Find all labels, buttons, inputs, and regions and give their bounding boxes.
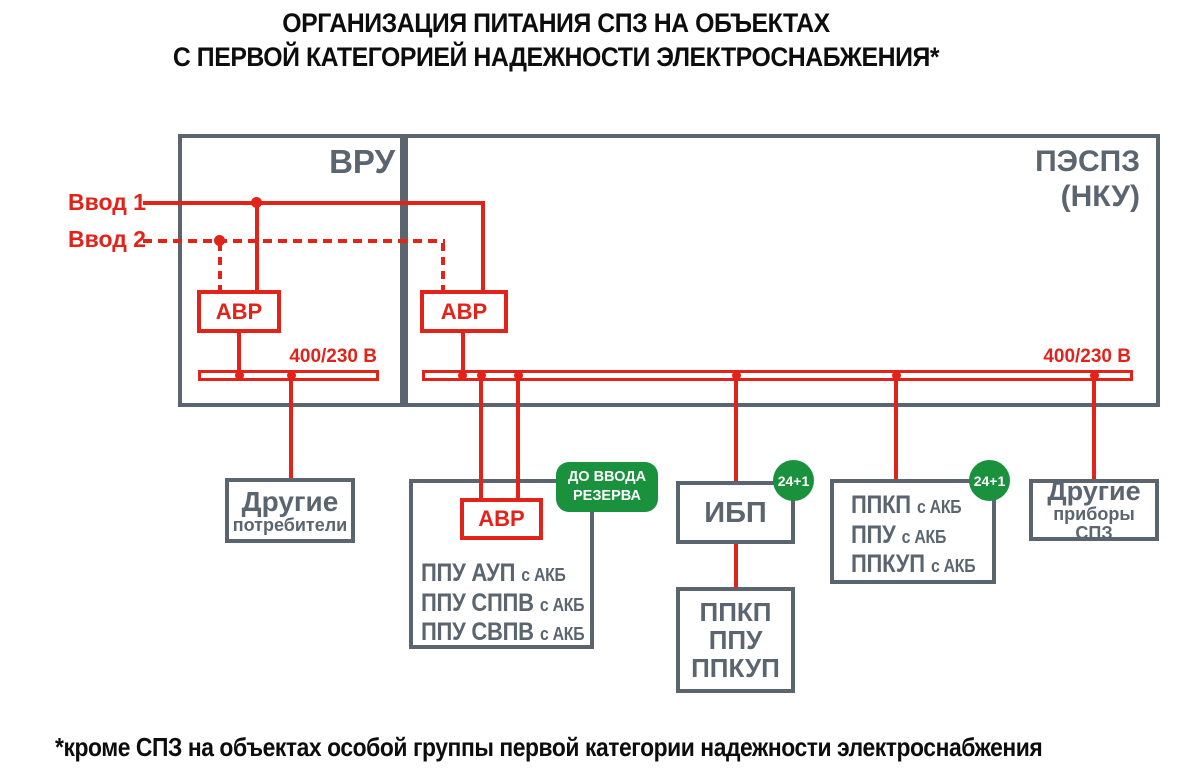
feeder1-line-horizontal xyxy=(143,201,485,205)
avr2-label: АВР xyxy=(440,298,488,324)
ppu-group-item-1: ППУ АУП с АКБ xyxy=(421,560,566,587)
cabinet-divider xyxy=(400,134,408,407)
other-devices-subtitle: приборы СПЗ xyxy=(1053,504,1135,543)
vru-panel-label: ВРУ xyxy=(329,143,395,180)
other-devices-title: Другие xyxy=(1047,476,1141,506)
ppu-group-item-2-main: ППУ СППВ xyxy=(421,589,534,617)
other-consumers-subtitle: потребители xyxy=(232,514,348,535)
pespz-busbar xyxy=(422,370,1133,381)
right-bus-voltage-label: 400/230 В xyxy=(1043,346,1131,367)
pespz-panel-label: ПЭСПЗ (НКУ) xyxy=(960,144,1140,214)
busdot-ppkp-group xyxy=(892,371,901,380)
pespz-panel-label-line1: ПЭСПЗ xyxy=(1035,145,1140,178)
ppkp-group-item-3-suffix: с АКБ xyxy=(930,556,976,576)
busdot-consumers xyxy=(287,371,296,380)
drop-to-avr3-b xyxy=(516,381,520,498)
avr3-label: АВР xyxy=(478,506,525,531)
footnote: *кроме СПЗ на объектах особой группы пер… xyxy=(55,732,1043,762)
ups-to-ppkp-stack-connector xyxy=(734,544,738,588)
other-consumers-title: Другие xyxy=(241,485,339,517)
feeder1-drop-avr1 xyxy=(255,201,259,290)
ppkp-group-item-2-suffix: с АКБ xyxy=(901,527,947,547)
drop-to-avr3-a xyxy=(479,381,483,498)
other-consumers-box: Другие потребители xyxy=(225,478,355,543)
ppkp-group-item-1-suffix: с АКБ xyxy=(916,497,962,517)
feeder2-drop-avr2 xyxy=(441,243,445,290)
cabinet-outline xyxy=(178,134,1160,407)
ppkp-group-item-1: ППКП с АКБ xyxy=(851,491,962,519)
ppkp-group-item-1-main: ППКП xyxy=(851,491,911,519)
page-title-line2: С ПЕРВОЙ КАТЕГОРИЕЙ НАДЕЖНОСТИ ЭЛЕКТРОСН… xyxy=(172,42,940,72)
drop-to-other-devices xyxy=(1092,381,1096,479)
busdot-avr3-b xyxy=(514,371,523,380)
feeder2-drop-avr1 xyxy=(218,243,222,290)
ppkp-stack-line2: ППУ xyxy=(708,625,763,655)
avr1-bus-connector xyxy=(237,333,241,371)
avr2-bus-connector xyxy=(461,333,465,371)
left-bus-voltage-label: 400/230 В xyxy=(289,346,377,367)
ups-badge-24plus1: 24+1 xyxy=(773,460,814,501)
drop-to-consumers xyxy=(289,381,293,478)
avr1-box: АВР xyxy=(197,290,281,333)
feeder2-junction-dot xyxy=(214,235,225,246)
page-title: ОРГАНИЗАЦИЯ ПИТАНИЯ СПЗ НА ОБЪЕКТАХ С ПЕ… xyxy=(96,6,1016,74)
ppkp-group-item-3-main: ППКУП xyxy=(851,550,925,578)
ppu-group-item-1-main: ППУ АУП xyxy=(421,559,516,587)
feeder1-junction-dot xyxy=(251,197,262,208)
ppkp-stack-line3: ППКУП xyxy=(691,653,780,683)
busdot-avr2 xyxy=(458,371,467,380)
feeder2-label: Ввод 2 xyxy=(68,226,146,252)
ppu-group-item-2-suffix: с АКБ xyxy=(539,595,585,615)
ppu-group-item-3-suffix: с АКБ xyxy=(539,624,585,644)
ppkp-group-item-2-main: ППУ xyxy=(851,521,896,549)
ppkp-group-item-2: ППУ с АКБ xyxy=(851,522,946,549)
avr2-box: АВР xyxy=(420,290,508,333)
ups-box: ИБП xyxy=(676,481,795,544)
ppkp-group-badge-24plus1: 24+1 xyxy=(969,460,1010,501)
drop-to-ups xyxy=(734,381,738,481)
ppu-group-item-2: ППУ СППВ с АКБ xyxy=(421,589,585,617)
feeder1-drop-avr2 xyxy=(481,201,485,290)
feeder2-line-horizontal xyxy=(143,239,445,243)
ppu-group-item-3: ППУ СВПВ с АКБ xyxy=(421,618,585,646)
ppkp-stack-box: ППКП ППУ ППКУП xyxy=(676,587,795,693)
avr1-label: АВР xyxy=(215,298,263,324)
ppu-group-item-3-main: ППУ СВПВ xyxy=(421,618,534,646)
reserve-badge-line2: РЕЗЕРВА xyxy=(573,488,641,504)
page-title-line1: ОРГАНИЗАЦИЯ ПИТАНИЯ СПЗ НА ОБЪЕКТАХ xyxy=(282,8,830,38)
busdot-other-devices xyxy=(1090,371,1099,380)
reserve-badge-line1: ДО ВВОДА xyxy=(567,469,647,485)
avr3-box: АВР xyxy=(460,498,543,540)
ups-label: ИБП xyxy=(704,496,767,529)
reserve-badge: ДО ВВОДА РЕЗЕРВА xyxy=(556,462,658,512)
ppkp-group-box xyxy=(830,479,996,584)
busdot-ups xyxy=(732,371,741,380)
feeder1-label: Ввод 1 xyxy=(68,189,146,215)
other-devices-box: Другие приборы СПЗ xyxy=(1029,476,1159,543)
busdot-avr1 xyxy=(235,371,244,380)
pespz-panel-label-line2: (НКУ) xyxy=(1060,180,1140,213)
ppkp-group-item-3: ППКУП с АКБ xyxy=(851,550,976,578)
ppkp-stack-line1: ППКП xyxy=(699,597,772,627)
ppu-group-item-1-suffix: с АКБ xyxy=(521,565,566,585)
drop-to-ppkp-group xyxy=(894,381,898,479)
busdot-avr3-a xyxy=(477,371,486,380)
